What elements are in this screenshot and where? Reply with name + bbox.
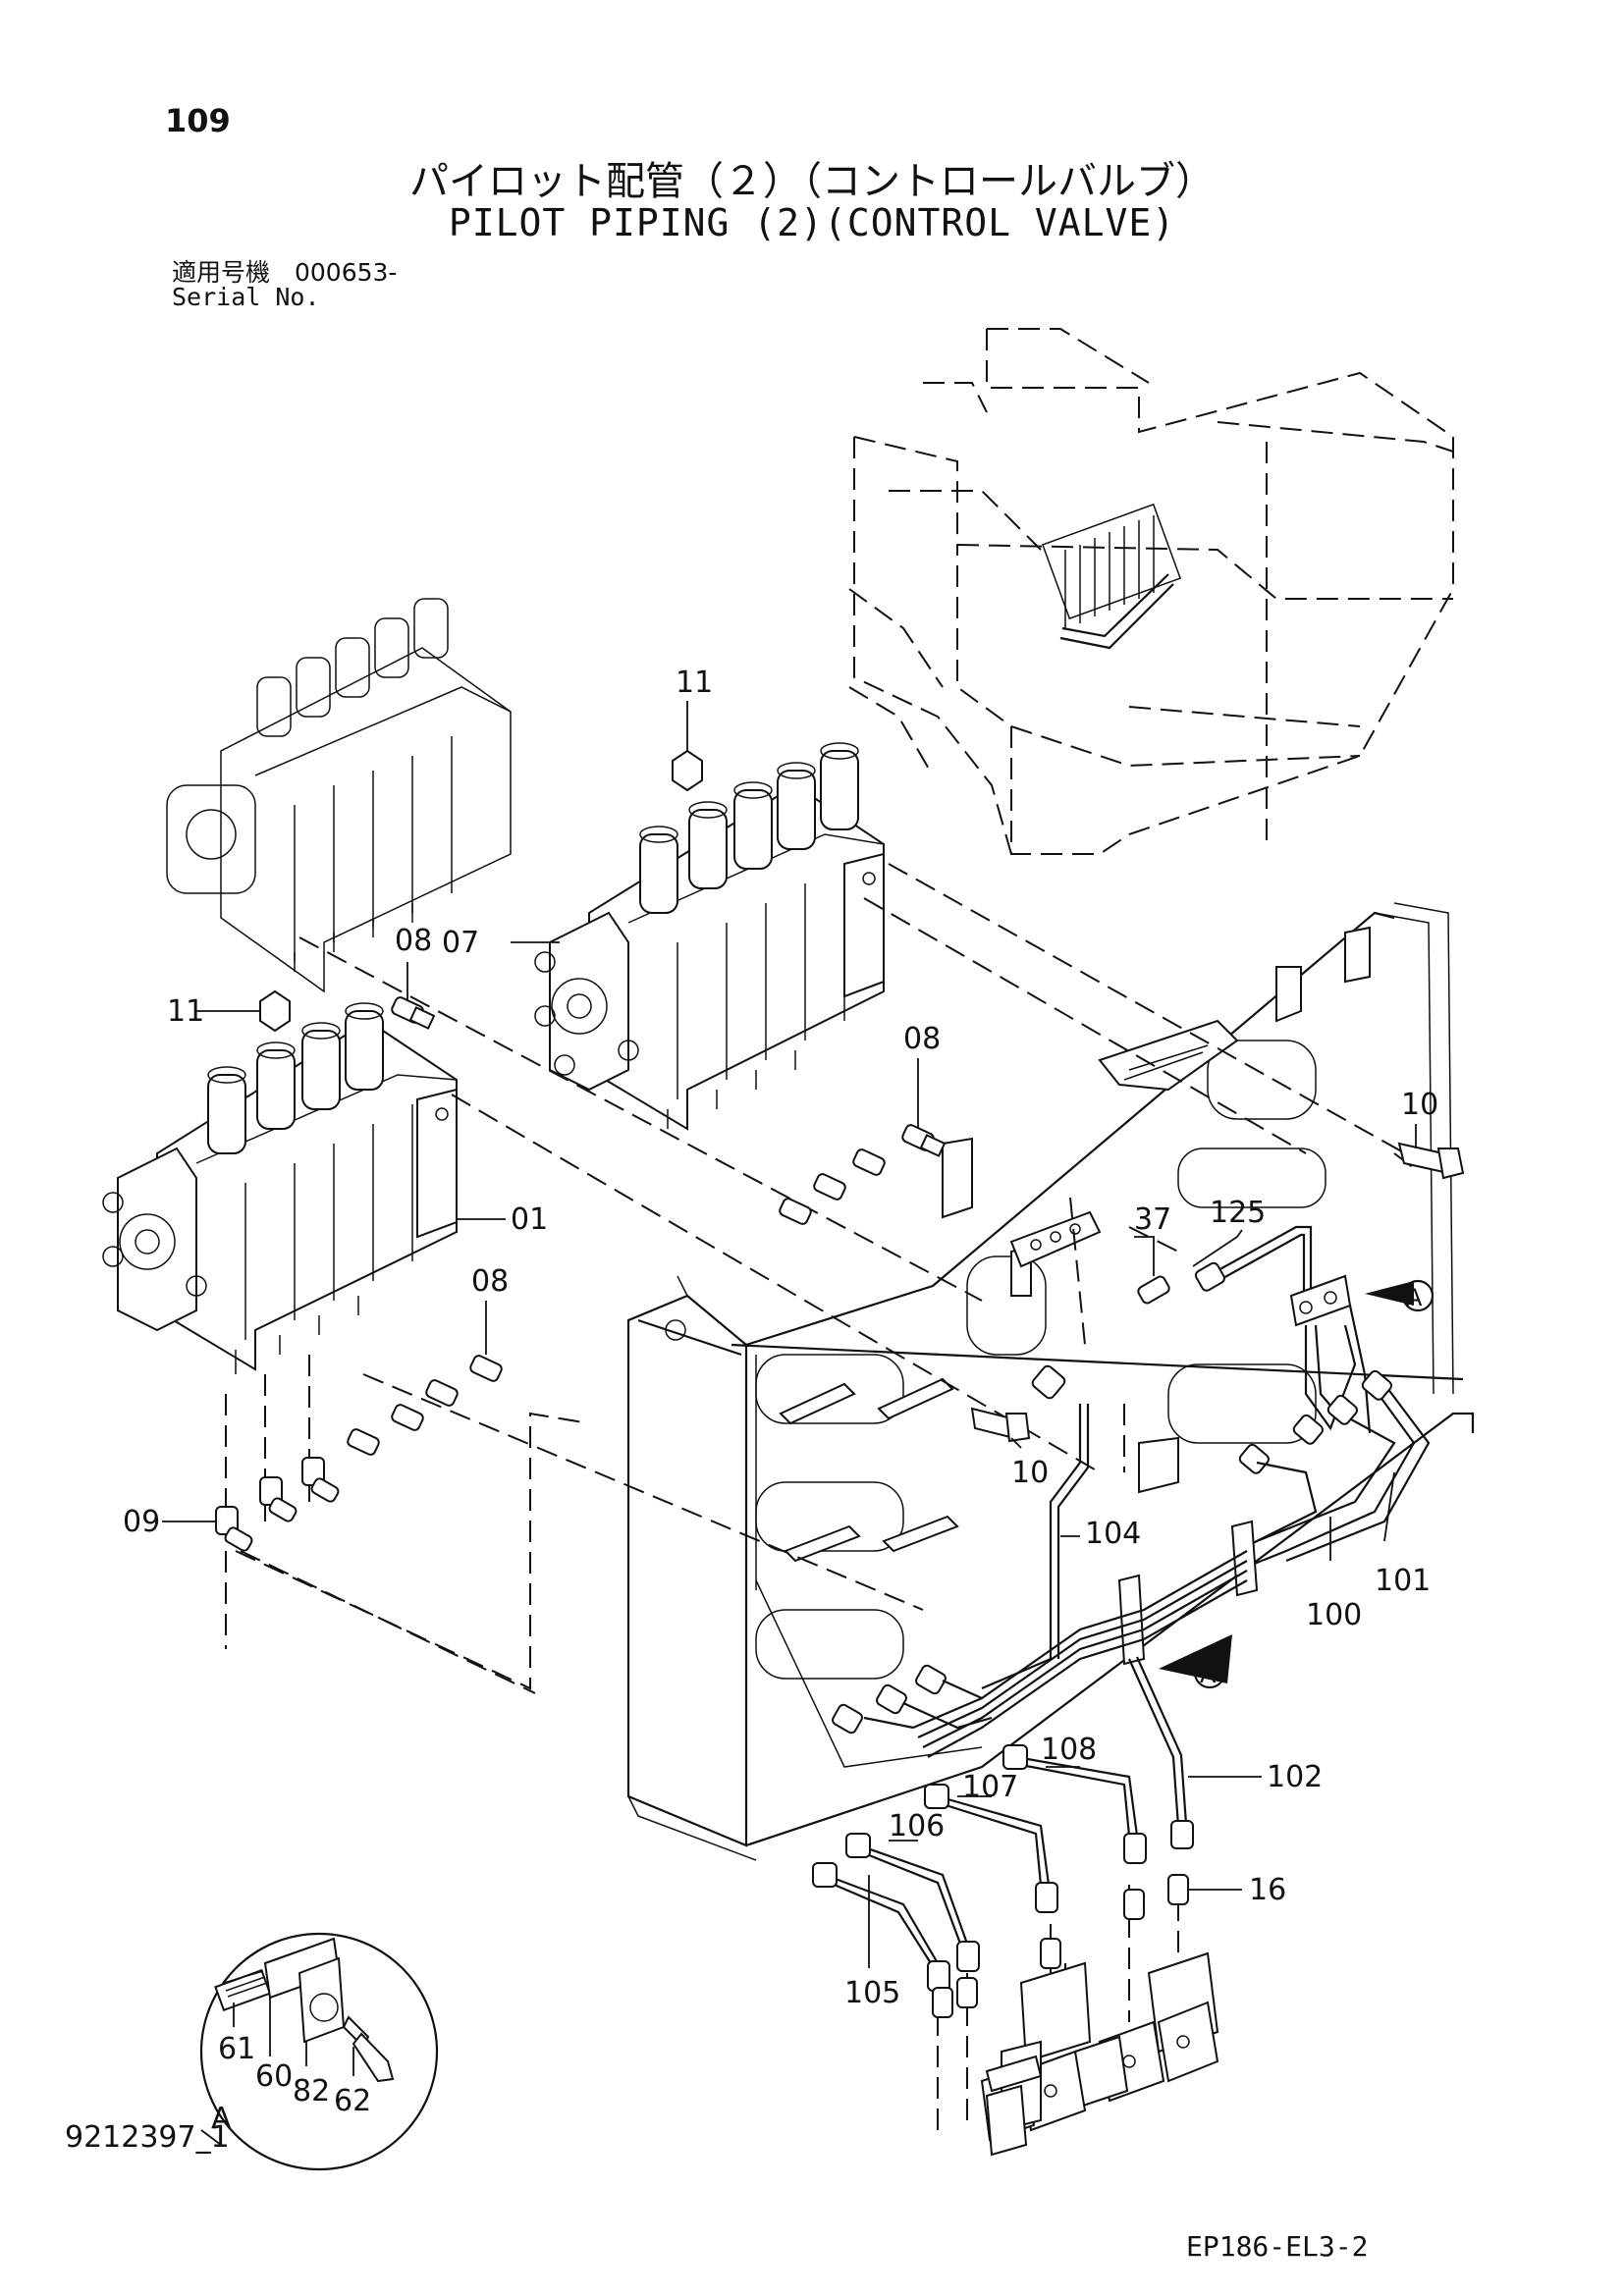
fitting-icon (469, 1355, 503, 1382)
callout-101: 101 (1375, 1564, 1431, 1598)
loose-pipes (812, 1744, 1189, 2018)
fitting-icon (901, 1124, 947, 1157)
callout-08: 08 (395, 924, 432, 958)
nut-icon (259, 989, 291, 1033)
callout-11: 11 (676, 666, 713, 700)
reference-code: EP186-EL3-2 (1186, 2230, 1369, 2263)
callout-a: A (1200, 1661, 1217, 1688)
callout-106: 106 (889, 1809, 945, 1843)
callout-07: 07 (442, 926, 479, 960)
triangle-arrow-icon (1365, 1279, 1435, 1312)
callout-102: 102 (1267, 1760, 1323, 1794)
callout-09: 09 (123, 1505, 160, 1539)
page-number: 109 (165, 102, 231, 139)
fitting-icon (1137, 1275, 1170, 1305)
fitting-icon (813, 1173, 846, 1201)
callout-08: 08 (471, 1264, 509, 1299)
callout-108: 108 (1041, 1733, 1097, 1767)
callout-107: 107 (962, 1770, 1018, 1804)
page-title-en: PILOT PIPING (2)(CONTROL VALVE) (448, 201, 1176, 244)
callout-16: 16 (1249, 1873, 1286, 1907)
fitting-icon (215, 1506, 253, 1552)
mounting-frame (626, 902, 1475, 1861)
callout-10: 10 (1011, 1456, 1049, 1490)
serial-applicability-label: 適用号機 000653- (172, 258, 398, 287)
triangle-arrow-icon (1159, 1634, 1232, 1689)
callout-125: 125 (1210, 1196, 1266, 1230)
terminal-block (1009, 1210, 1102, 1268)
machine-body-outline (848, 328, 1454, 855)
serial-no-label: Serial No. (172, 283, 320, 311)
fitting-icon (347, 1428, 380, 1456)
callout-a: A (211, 2102, 232, 2136)
control-valve-01 (102, 1002, 458, 1374)
callout-37: 37 (1134, 1202, 1171, 1237)
callout-labels: 11 08 07 08 11 08 01 09 10 125 37 A 10 1… (123, 666, 1438, 2136)
bolt-icon (970, 1407, 1031, 1443)
junction-block (1289, 1274, 1352, 1327)
electrical-connector-block (1041, 503, 1182, 650)
bolt-icon (1397, 1142, 1465, 1180)
detail-view-a (199, 1932, 439, 2171)
callout-61: 61 (218, 2032, 255, 2066)
fitting-icon (779, 1198, 812, 1225)
drawing-number: 9212397_1 (65, 2120, 230, 2155)
page-title-jp: パイロット配管（２）（コントロールバルブ） (409, 159, 1215, 204)
leader-lines (162, 701, 1417, 2146)
callout-60: 60 (255, 2059, 293, 2094)
pilot-pipes (832, 1225, 1431, 1849)
valve-blocks (980, 1951, 1219, 2157)
control-valve-07 (534, 742, 885, 1131)
callout-08: 08 (903, 1022, 941, 1056)
callout-10: 10 (1401, 1088, 1438, 1122)
fitting-icon (301, 1457, 340, 1503)
fitting-icon (425, 1379, 459, 1407)
callout-104: 104 (1085, 1517, 1141, 1551)
callout-100: 100 (1306, 1598, 1362, 1632)
fitting-icon (391, 1404, 424, 1431)
nut-icon (672, 749, 703, 792)
fitting-icon (852, 1148, 886, 1176)
callout-01: 01 (511, 1202, 548, 1237)
callout-a: A (1406, 1284, 1423, 1311)
callout-11: 11 (167, 994, 204, 1029)
bolt-icon (342, 2015, 395, 2083)
bolts (970, 1142, 1465, 1443)
fitting-icon (391, 996, 436, 1030)
control-valve-reference (166, 598, 512, 993)
callout-105: 105 (844, 1976, 900, 2010)
callout-62: 62 (334, 2084, 371, 2118)
callout-82: 82 (293, 2074, 330, 2109)
fitting-icon (259, 1476, 298, 1522)
